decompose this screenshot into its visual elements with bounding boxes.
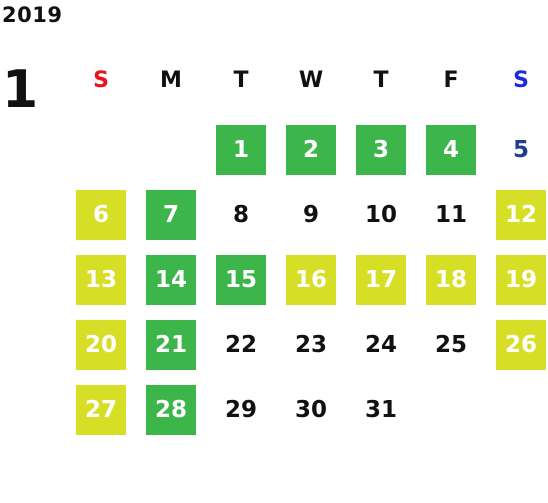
day-30[interactable]: 30: [294, 397, 327, 423]
weekday-sunday: S: [93, 68, 109, 93]
day-15[interactable]: 15: [216, 255, 266, 305]
day-26[interactable]: 26: [496, 320, 546, 370]
month-number: 1: [2, 60, 39, 120]
day-12[interactable]: 12: [496, 190, 546, 240]
day-23[interactable]: 23: [294, 332, 327, 358]
weekday-saturday: S: [513, 68, 529, 93]
day-22[interactable]: 22: [224, 332, 257, 358]
day-8[interactable]: 8: [232, 202, 249, 228]
day-2[interactable]: 2: [286, 125, 336, 175]
day-9[interactable]: 9: [302, 202, 319, 228]
day-27[interactable]: 27: [76, 385, 126, 435]
day-16[interactable]: 16: [286, 255, 336, 305]
weekday-wednesday: W: [298, 68, 324, 93]
day-1[interactable]: 1: [216, 125, 266, 175]
weekday-tuesday: T: [233, 68, 249, 93]
day-28[interactable]: 28: [146, 385, 196, 435]
day-17[interactable]: 17: [356, 255, 406, 305]
year-label: 2019: [2, 3, 63, 27]
day-20[interactable]: 20: [76, 320, 126, 370]
day-14[interactable]: 14: [146, 255, 196, 305]
day-3[interactable]: 3: [356, 125, 406, 175]
weekday-monday: M: [160, 68, 182, 93]
day-24[interactable]: 24: [364, 332, 397, 358]
day-5[interactable]: 5: [512, 137, 529, 163]
day-4[interactable]: 4: [426, 125, 476, 175]
weekday-friday: F: [443, 68, 459, 93]
day-19[interactable]: 19: [496, 255, 546, 305]
day-13[interactable]: 13: [76, 255, 126, 305]
day-29[interactable]: 29: [224, 397, 257, 423]
day-21[interactable]: 21: [146, 320, 196, 370]
weekday-thursday: T: [373, 68, 389, 93]
day-6[interactable]: 6: [76, 190, 126, 240]
day-11[interactable]: 11: [434, 202, 467, 228]
day-18[interactable]: 18: [426, 255, 476, 305]
day-10[interactable]: 10: [364, 202, 397, 228]
day-7[interactable]: 7: [146, 190, 196, 240]
day-31[interactable]: 31: [364, 397, 397, 423]
day-25[interactable]: 25: [434, 332, 467, 358]
